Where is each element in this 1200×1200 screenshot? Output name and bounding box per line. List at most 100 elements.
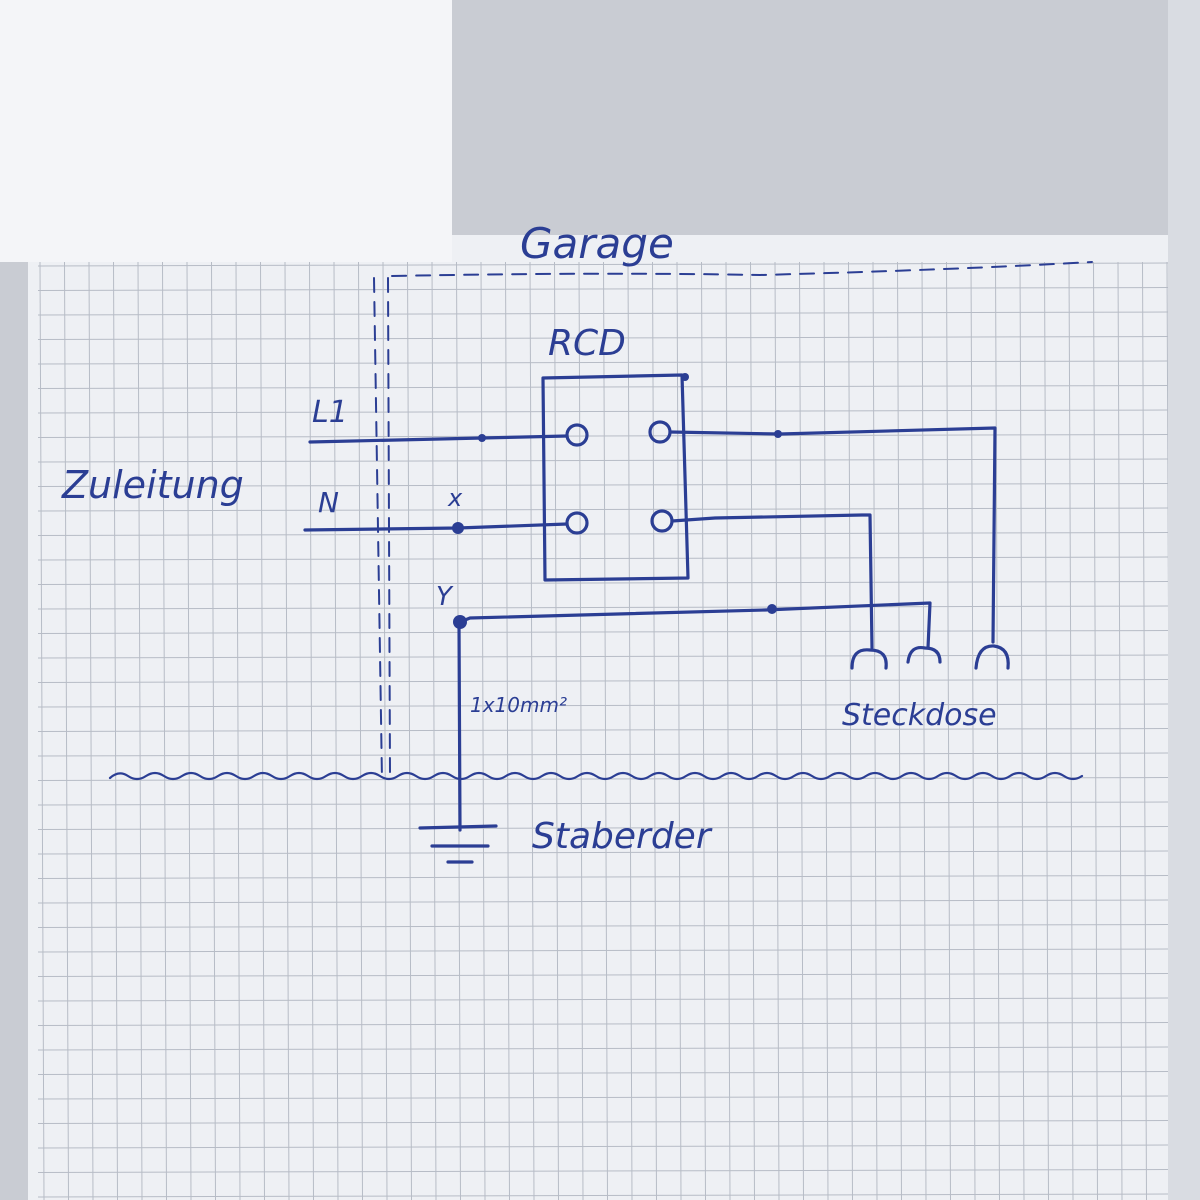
garage-wall-line-2 xyxy=(387,277,391,776)
grid-line-h xyxy=(37,336,1169,340)
grid-line-v xyxy=(1044,261,1049,1200)
junction-dot-l1 xyxy=(478,434,486,442)
grid-line-v xyxy=(1093,261,1098,1200)
grid-line-v xyxy=(676,261,682,1200)
rcd-box xyxy=(541,373,690,582)
grid-line-h xyxy=(37,899,1169,904)
grid-line-v xyxy=(529,261,535,1200)
grid-line-v xyxy=(946,261,951,1200)
grid-line-h xyxy=(37,507,1169,512)
grid-line-h xyxy=(37,605,1169,610)
grid-line-v xyxy=(1019,261,1025,1200)
grid-line-h xyxy=(37,924,1169,928)
neutral-outgoing-wire xyxy=(670,513,874,650)
grid-line-h xyxy=(37,630,1169,634)
grid-line-h xyxy=(37,581,1169,585)
supply-label: Zuleitung xyxy=(61,463,244,507)
grid-line-h xyxy=(37,728,1169,732)
device-label: RCD xyxy=(548,323,626,364)
earth-conductor xyxy=(457,620,462,832)
paper-edge xyxy=(1168,0,1200,1200)
grid-line-h xyxy=(37,1144,1169,1149)
socket-contact-l1-icon xyxy=(974,644,1010,670)
grid-line-v xyxy=(799,261,804,1200)
point-y-label: Y xyxy=(436,582,454,612)
l1-outgoing-wire xyxy=(668,426,997,644)
grid-line-v xyxy=(774,261,780,1200)
grid-line-h xyxy=(37,434,1169,438)
phase-label: L1 xyxy=(312,395,348,430)
grid-line-h xyxy=(37,1071,1169,1075)
grid-line-h xyxy=(37,409,1169,414)
grid-line-h xyxy=(37,973,1169,977)
grid-line-v xyxy=(970,261,976,1200)
graph-paper xyxy=(28,235,1173,1200)
circuit-drawing: Garage RCD Zuleitung L1 N x Y 1x10mm² St… xyxy=(61,219,1093,864)
junction-dot-l1-out xyxy=(774,430,782,438)
grid-line-v xyxy=(1142,261,1147,1200)
grid-line-h xyxy=(37,385,1169,389)
grid-line-v xyxy=(750,261,755,1200)
grid-line-h xyxy=(37,997,1169,1002)
ground-level-line xyxy=(108,771,1084,781)
grid-line-h xyxy=(37,679,1169,683)
socket-contact-n-icon xyxy=(850,648,888,670)
grid-line-v xyxy=(603,261,608,1200)
junction-dot-x xyxy=(452,522,464,534)
grid-line-v xyxy=(578,261,584,1200)
grid-line-h xyxy=(37,262,1169,267)
earth-symbol-bar-1 xyxy=(418,824,498,830)
grid-line-v xyxy=(652,261,657,1200)
grid-line-v xyxy=(848,261,853,1200)
grid-line-h xyxy=(37,875,1169,879)
grid-line-h xyxy=(37,948,1169,953)
earth-label: Staberder xyxy=(532,816,713,857)
grid-line-h xyxy=(37,850,1169,855)
grid-line-h xyxy=(37,703,1169,708)
junction-dot-pe xyxy=(767,604,777,614)
cable-label: 1x10mm² xyxy=(470,693,567,717)
grid-line-h xyxy=(37,1022,1169,1026)
socket-label: Steckdose xyxy=(842,698,997,733)
grid-line-h xyxy=(37,1120,1169,1124)
grid-lines xyxy=(37,261,1172,1200)
grid-line-v xyxy=(480,261,486,1200)
grid-line-v xyxy=(921,261,927,1200)
grid-line-v xyxy=(725,261,731,1200)
grid-line-v xyxy=(627,261,633,1200)
grid-line-v xyxy=(1068,261,1074,1200)
garage-boundary-line xyxy=(391,261,1093,277)
pe-wire xyxy=(458,601,932,650)
grid-line-h xyxy=(37,556,1169,561)
grid-line-v xyxy=(897,261,902,1200)
neutral-label: N xyxy=(318,486,339,519)
grid-line-h xyxy=(37,458,1169,463)
grid-line-v xyxy=(554,261,559,1200)
socket-contact-pe-icon xyxy=(906,645,942,664)
junction-dot-y xyxy=(453,615,467,629)
grid-line-v xyxy=(872,261,878,1200)
area-label: Garage xyxy=(520,219,674,268)
grid-line-v xyxy=(431,261,437,1200)
note-sheet xyxy=(0,0,452,262)
point-x-label: x xyxy=(447,484,463,512)
grid-line-v xyxy=(995,261,1000,1200)
grid-line-h xyxy=(37,1046,1169,1051)
grid-line-v xyxy=(823,261,829,1200)
grid-line-h xyxy=(37,1169,1169,1173)
grid-line-h xyxy=(37,532,1169,536)
grid-line-h xyxy=(37,311,1169,316)
grid-line-v xyxy=(1117,261,1123,1200)
grid-line-h xyxy=(37,752,1169,757)
grid-line-h xyxy=(37,483,1169,487)
grid-line-h xyxy=(37,801,1169,806)
grid-line-h xyxy=(37,826,1169,830)
rcd-corner-dot xyxy=(681,373,689,381)
grid-line-h xyxy=(37,287,1169,291)
grid-line-h xyxy=(37,1193,1169,1198)
grid-line-v xyxy=(701,261,706,1200)
grid-line-h xyxy=(37,1095,1169,1100)
grid-line-h xyxy=(37,360,1169,365)
